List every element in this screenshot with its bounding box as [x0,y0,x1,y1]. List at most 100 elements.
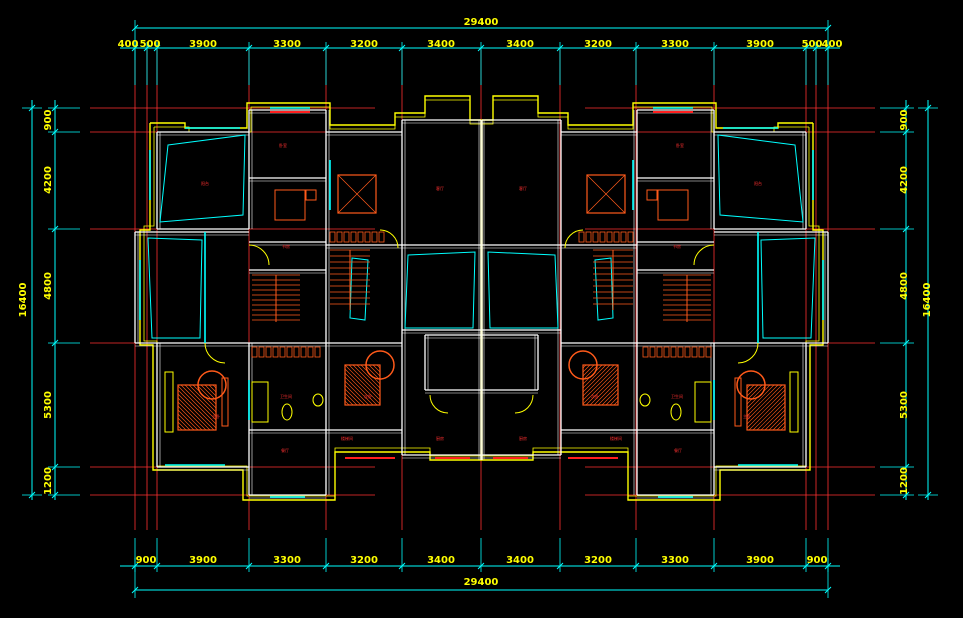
left-bed-secondary-hatch-8 [352,364,381,393]
right-bed-master-hatch-23 [746,384,763,401]
bottom-tick-2 [245,562,253,570]
bottom-segment-dimension-7: 3300 [661,555,689,566]
bottom-tick-4 [398,562,406,570]
right-door-3 [564,229,584,249]
left-counter2-6 [293,346,300,358]
top-tick-6 [477,44,485,52]
left-door-1 [204,342,226,364]
right-bed-secondary-hatch--20 [597,384,619,406]
bottom-tick-9 [802,562,810,570]
right-bed-master-hatch--33 [772,417,786,431]
left-counter-2 [343,231,350,243]
right-counter2-2 [691,346,698,358]
left-bed-secondary-hatch-4 [348,364,381,397]
left-roof-outline-3 [404,251,476,329]
left-bed-master-hatch-3 [180,384,217,421]
right-wardrobe [789,371,799,433]
right-toilet [670,403,682,421]
top-segment-dimension-4: 3200 [350,39,378,50]
right-room-label-4: 主卧 [743,413,751,419]
right-bed-master-hatch--17 [756,401,786,431]
top-segment-dimension-8: 3300 [661,39,689,50]
left-bed-secondary-hatch-12 [356,364,381,389]
left-bed-secondary-hatch--4 [344,368,381,405]
right-bed-secondary-hatch-20 [582,364,599,381]
right-counter2-6 [663,346,670,358]
left-bed-master-hatch--5 [177,389,217,429]
right-bed-secondary-hatch-28 [582,364,591,373]
top-tick-5 [398,44,406,52]
right-total-dimension: 16400 [922,283,933,318]
right-room-label-7: 餐厅 [674,447,682,453]
top-segment-dimension-10: 500 [802,39,823,50]
left-bed-master-hatch-23 [200,384,217,401]
left-segment-dimension-1: 4200 [43,166,54,194]
right-counter2-5 [670,346,677,358]
right-bed-secondary-hatch-8 [582,364,611,393]
left-counter-1 [336,231,343,243]
bottom-segment-dimension-9: 900 [807,555,828,566]
top-tick-8 [632,44,640,52]
left-bed-master-hatch-35 [212,384,217,389]
right-bed-secondary-hatch--16 [593,380,619,406]
right-bed-master-hatch-3 [746,384,783,421]
right-bed-secondary-hatch-0 [582,364,619,401]
left-counter-4 [357,231,364,243]
left-total-tick-0 [28,104,36,112]
left-bed-master-hatch--41 [177,425,183,431]
right-counter-0 [627,231,634,243]
left-bed-secondary-hatch--36 [344,400,350,406]
left-counter-0 [329,231,336,243]
right-roof-outline-3 [487,251,559,329]
right-bed-secondary-hatch--28 [605,392,619,406]
right-segment-dimension-0: 900 [899,110,910,131]
left-counter2-2 [265,346,272,358]
right-door-1 [737,342,759,364]
left-door-3 [379,229,399,249]
right-bed-secondary-hatch-4 [582,364,615,397]
left-bed-secondary-hatch--16 [344,380,370,406]
right-counter2-9 [642,346,649,358]
right-round-rug-2 [568,350,598,380]
left-counter2-0 [251,346,258,358]
left-side-cabinet [221,377,229,427]
right-counter2-1 [698,346,705,358]
right-bed-master-hatch--5 [746,389,786,429]
dimension-lines [22,20,938,598]
right-counter2-3 [684,346,691,358]
top-segment-dimension-9: 3900 [746,39,774,50]
right-counter-1 [620,231,627,243]
right-counter-3 [606,231,613,243]
left-room-label-5: 次卧 [364,393,372,399]
building-plan: 阳台卧室客厅书房主卧次卧卫生间餐厅厨房楼梯间阳台卧室客厅书房主卧次卧卫生间餐厅厨… [134,95,829,501]
right-bed-master-hatch-35 [746,384,751,389]
right-room-label-2: 客厅 [519,185,527,191]
left-room-label-0: 阳台 [201,180,209,186]
left-door-2 [248,244,270,266]
left-tick-1 [51,128,59,136]
left-bed-master-hatch--1 [177,385,217,425]
right-room-label-0: 阳台 [754,180,762,186]
right-tick-4 [902,463,910,471]
bottom-segment-dimension-8: 3900 [746,555,774,566]
left-bathtub [251,381,269,423]
bottom-tick-6 [556,562,564,570]
right-segment-dimension-1: 4200 [899,166,910,194]
bottom-total-tick-1 [824,586,832,594]
top-segment-dimension-11: 400 [822,39,843,50]
top-tick-4 [322,44,330,52]
right-counter-2 [613,231,620,243]
right-bed-master-hatch--29 [768,413,786,431]
bottom-segment-dimension-3: 3200 [350,555,378,566]
left-segment-dimension-0: 900 [43,110,54,131]
left-bed-master-hatch--25 [177,409,199,431]
left-room-label-7: 餐厅 [281,447,289,453]
left-counter2-1 [258,346,265,358]
right-room-label-1: 卧室 [676,142,684,148]
left-chair [305,189,317,201]
left-bed-study [337,174,377,214]
